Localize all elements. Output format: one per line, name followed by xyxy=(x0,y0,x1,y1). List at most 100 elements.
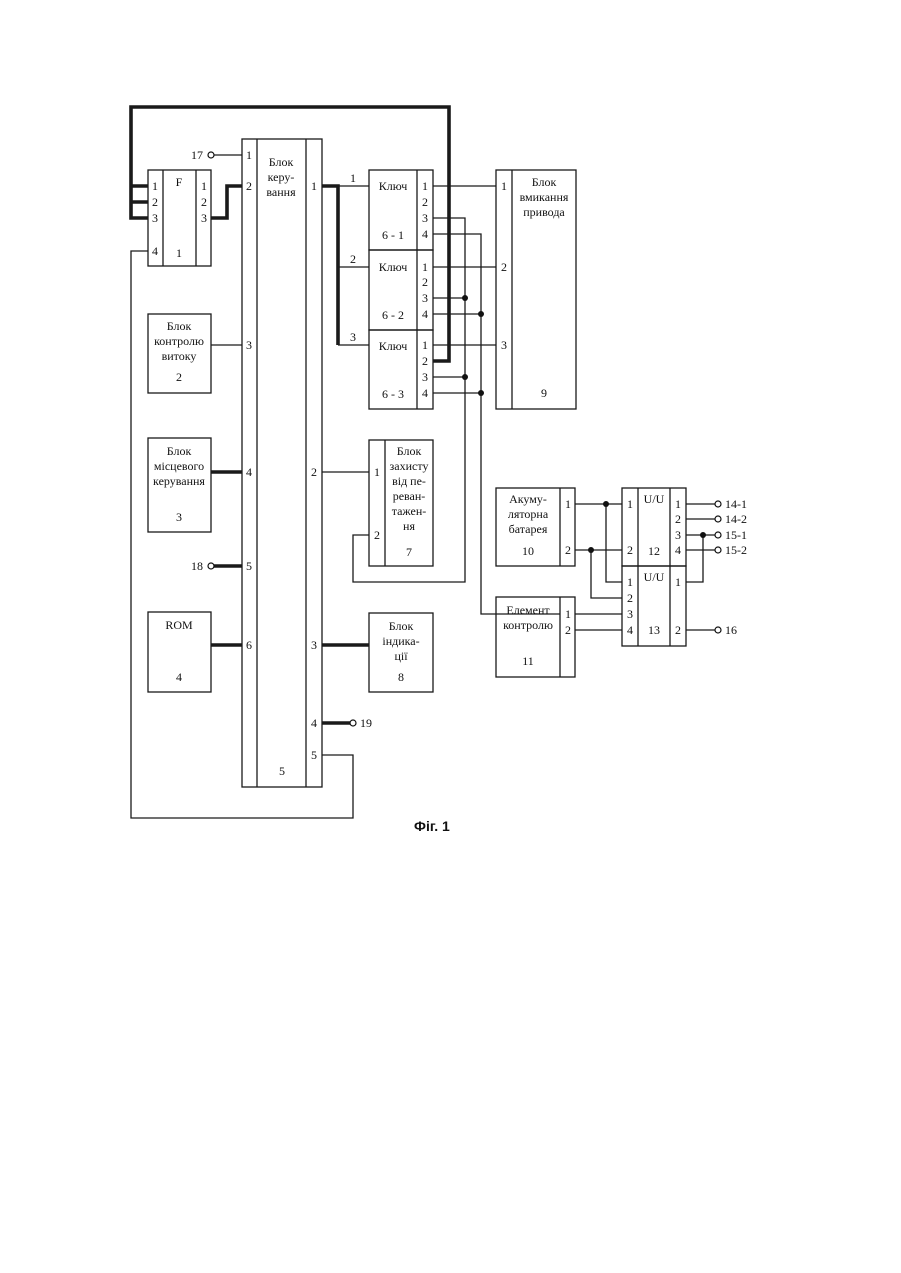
b13-name: U/U xyxy=(644,570,665,584)
b13-rpin: 1 xyxy=(675,575,681,589)
k1-num: 6 - 1 xyxy=(382,228,404,242)
b7-line: від пе- xyxy=(392,474,426,488)
b1-num: 1 xyxy=(176,246,182,260)
b5-line: керу- xyxy=(268,170,295,184)
b2-line: контролю xyxy=(154,334,204,348)
k1-pin: 3 xyxy=(422,211,428,225)
b13-lpin: 2 xyxy=(627,591,633,605)
b5-rpin: 5 xyxy=(311,748,317,762)
b7-line: ня xyxy=(403,519,415,533)
block-5 xyxy=(242,139,322,787)
b5-rpin: 1 xyxy=(311,179,317,193)
b7-num: 7 xyxy=(406,545,412,559)
b5-rpin: 4 xyxy=(311,716,317,730)
wire-label-1: 1 xyxy=(350,171,356,185)
b5-lpin: 5 xyxy=(246,559,252,573)
b11-num: 11 xyxy=(522,654,534,668)
b11-line: Елемент xyxy=(506,603,550,617)
b12-rpin: 2 xyxy=(675,512,681,526)
b11-pin: 2 xyxy=(565,623,571,637)
terminal-14-1: 14-1 xyxy=(725,497,747,511)
terminal-16: 16 xyxy=(725,623,737,637)
k1-pin: 1 xyxy=(422,179,428,193)
k3-num: 6 - 3 xyxy=(382,387,404,401)
k3-pin: 3 xyxy=(422,370,428,384)
b5-lpin: 3 xyxy=(246,338,252,352)
b3-line: Блок xyxy=(167,444,192,458)
b3-line: місцевого xyxy=(154,459,204,473)
k3-pin: 4 xyxy=(422,386,428,400)
b5-num: 5 xyxy=(279,764,285,778)
b13-rpin: 2 xyxy=(675,623,681,637)
b1-lpin: 2 xyxy=(152,195,158,209)
b12-rpin: 3 xyxy=(675,528,681,542)
b3-num: 3 xyxy=(176,510,182,524)
b5-lpin: 2 xyxy=(246,179,252,193)
terminal-17: 17 xyxy=(191,148,203,162)
b10-line: Акуму- xyxy=(509,492,547,506)
b7-line: захисту xyxy=(390,459,429,473)
b5-line: Блок xyxy=(269,155,294,169)
b3-line: керування xyxy=(153,474,205,488)
b10-num: 10 xyxy=(522,544,534,558)
b9-pin: 1 xyxy=(501,179,507,193)
terminal-15-1: 15-1 xyxy=(725,528,747,542)
b2-line: витоку xyxy=(162,349,197,363)
b12-rpin: 4 xyxy=(675,543,681,557)
b9-pin: 3 xyxy=(501,338,507,352)
b10-pin: 1 xyxy=(565,497,571,511)
figure-caption: Фіг. 1 xyxy=(414,818,450,834)
b9-pin: 2 xyxy=(501,260,507,274)
k2-num: 6 - 2 xyxy=(382,308,404,322)
k1-pin: 2 xyxy=(422,195,428,209)
b1-rpin: 2 xyxy=(201,195,207,209)
b1-letter: F xyxy=(176,175,183,189)
b2-num: 2 xyxy=(176,370,182,384)
k1-name: Ключ xyxy=(379,179,408,193)
b7-line: Блок xyxy=(397,444,422,458)
k1-pin: 4 xyxy=(422,227,428,241)
terminal-15-2: 15-2 xyxy=(725,543,747,557)
b12-rpin: 1 xyxy=(675,497,681,511)
b5-line: вання xyxy=(266,185,296,199)
b4-num: 4 xyxy=(176,670,182,684)
terminal-18: 18 xyxy=(191,559,203,573)
b8-num: 8 xyxy=(398,670,404,684)
b9-line: привода xyxy=(523,205,565,219)
b9-num: 9 xyxy=(541,386,547,400)
b12-name: U/U xyxy=(644,492,665,506)
b1-lpin: 1 xyxy=(152,179,158,193)
b9-line: вмикання xyxy=(520,190,569,204)
b10-line: ляторна xyxy=(508,507,549,521)
b10-pin: 2 xyxy=(565,543,571,557)
b5-rpin: 3 xyxy=(311,638,317,652)
b11-line: контролю xyxy=(503,618,553,632)
b9-line: Блок xyxy=(532,175,557,189)
k2-pin: 1 xyxy=(422,260,428,274)
b1-rpin: 1 xyxy=(201,179,207,193)
b5-lpin: 4 xyxy=(246,465,252,479)
b12-num: 12 xyxy=(648,544,660,558)
b10-line: батарея xyxy=(509,522,548,536)
k2-pin: 3 xyxy=(422,291,428,305)
b13-num: 13 xyxy=(648,623,660,637)
b13-lpin: 1 xyxy=(627,575,633,589)
terminal-14-2: 14-2 xyxy=(725,512,747,526)
b7-line: тажен- xyxy=(392,504,427,518)
b1-lpin: 3 xyxy=(152,211,158,225)
k3-pin: 1 xyxy=(422,338,428,352)
b2-line: Блок xyxy=(167,319,192,333)
k3-name: Ключ xyxy=(379,339,408,353)
wire-label-2: 2 xyxy=(350,252,356,266)
b5-rpin: 2 xyxy=(311,465,317,479)
b7-line: реван- xyxy=(393,489,426,503)
wire-label-3: 3 xyxy=(350,330,356,344)
b12-lpin: 1 xyxy=(627,497,633,511)
b1-rpin: 3 xyxy=(201,211,207,225)
b8-line: ції xyxy=(394,649,408,663)
b5-lpin: 1 xyxy=(246,148,252,162)
b7-pin: 2 xyxy=(374,528,380,542)
b4-name: ROM xyxy=(165,618,193,632)
k2-name: Ключ xyxy=(379,260,408,274)
